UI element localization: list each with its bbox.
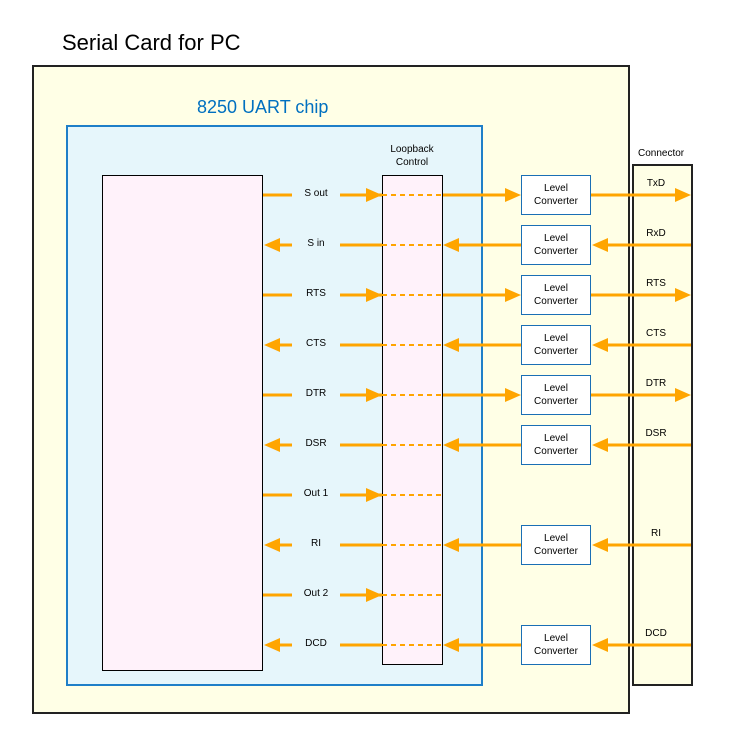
level-converter-label-line1: Level: [544, 533, 568, 544]
arrow-left-icon: [264, 538, 280, 552]
level-converter-label-line1: Level: [544, 433, 568, 444]
level-converter-label-line2: Converter: [534, 296, 578, 307]
arrow-left-icon: [443, 338, 459, 352]
arrow-right-icon: [366, 488, 382, 502]
arrow-left-icon: [264, 238, 280, 252]
signal-label: S in: [307, 238, 325, 249]
arrow-right-icon: [675, 188, 691, 202]
connector-signal-label: CTS: [646, 328, 666, 339]
level-converter-label-line1: Level: [544, 383, 568, 394]
arrow-right-icon: [366, 188, 382, 202]
arrow-left-icon: [264, 638, 280, 652]
connector-label: Connector: [638, 148, 685, 159]
connector-signal-label: RTS: [646, 278, 666, 289]
arrow-right-icon: [366, 288, 382, 302]
level-converter-label-line1: Level: [544, 233, 568, 244]
arrow-right-icon: [505, 388, 521, 402]
level-converter-label-line1: Level: [544, 333, 568, 344]
connector-signal-label: TxD: [646, 178, 666, 189]
connector-signal-label: RI: [651, 528, 661, 539]
arrow-right-icon: [366, 388, 382, 402]
connector-signal-label: DCD: [645, 628, 667, 639]
arrow-left-icon: [264, 438, 280, 452]
loopback-label-line2: Control: [395, 157, 429, 168]
connector-signal-label: DTR: [645, 378, 667, 389]
arrow-left-icon: [592, 238, 608, 252]
level-converter-label-line2: Converter: [534, 346, 578, 357]
signal-label: Out 1: [303, 488, 329, 499]
signal-label: RTS: [306, 288, 326, 299]
loopback-control-label: Loopback Control: [372, 143, 452, 169]
arrow-left-icon: [443, 538, 459, 552]
arrow-left-icon: [264, 338, 280, 352]
level-converter-label-line2: Converter: [534, 446, 578, 457]
signal-label: CTS: [306, 338, 326, 349]
arrow-right-icon: [675, 388, 691, 402]
loopback-label-line1: Loopback: [390, 144, 434, 155]
signal-label: DTR: [305, 388, 327, 399]
connector-block: [632, 164, 693, 686]
arrow-right-icon: [505, 288, 521, 302]
signal-label: DCD: [305, 638, 327, 649]
uart-chip-label: 8250 UART chip: [197, 97, 329, 117]
signal-label: DSR: [305, 438, 327, 449]
loopback-control-block: [382, 175, 443, 665]
signal-label: S out: [304, 188, 328, 199]
level-converter-label-line2: Converter: [534, 646, 578, 657]
arrow-right-icon: [505, 188, 521, 202]
arrow-right-icon: [366, 588, 382, 602]
level-converter-label-line2: Converter: [534, 396, 578, 407]
signal-label: Out 2: [303, 588, 329, 599]
arrow-left-icon: [592, 538, 608, 552]
uart-core-block: [102, 175, 263, 671]
level-converter-label-line1: Level: [544, 633, 568, 644]
arrow-left-icon: [592, 438, 608, 452]
arrow-left-icon: [443, 438, 459, 452]
connector-signal-label: DSR: [645, 428, 667, 439]
level-converter-label-line2: Converter: [534, 246, 578, 257]
level-converter-label-line1: Level: [544, 183, 568, 194]
level-converter-label-line1: Level: [544, 283, 568, 294]
diagram-title: Serial Card for PC: [62, 30, 241, 55]
arrow-left-icon: [592, 338, 608, 352]
signal-label: RI: [311, 538, 321, 549]
level-converter-label-line2: Converter: [534, 546, 578, 557]
arrow-left-icon: [443, 238, 459, 252]
arrow-left-icon: [592, 638, 608, 652]
arrow-right-icon: [675, 288, 691, 302]
connector-signal-label: RxD: [646, 228, 666, 239]
arrow-left-icon: [443, 638, 459, 652]
level-converter-label-line2: Converter: [534, 196, 578, 207]
